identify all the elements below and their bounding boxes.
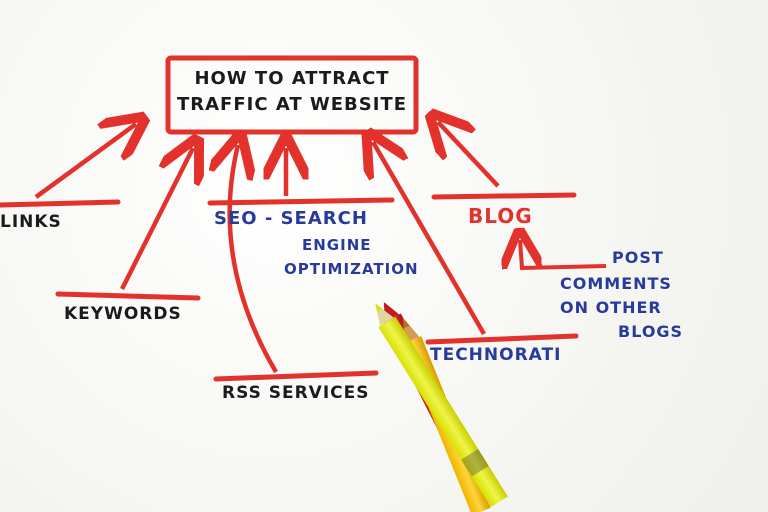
node-rss-services: RSS SERVICES <box>222 383 370 403</box>
node-seo-line-1: SEO - SEARCH <box>214 208 368 229</box>
node-post-line-3: ON OTHER <box>560 298 662 317</box>
node-post-line-2: COMMENTS <box>560 274 672 293</box>
node-post-line-4: BLOGS <box>618 322 684 341</box>
arrow-technorati <box>373 142 486 336</box>
title-box <box>165 55 419 135</box>
title-line-2: TRAFFIC AT WEBSITE <box>176 94 408 115</box>
node-blog: BLOG <box>468 204 533 228</box>
technorati-underline <box>425 333 579 345</box>
node-post-line-1: POST <box>612 248 664 267</box>
node-technorati: TECHNORATI <box>430 345 562 365</box>
arrow-blog <box>438 122 500 188</box>
arrow-links <box>34 124 136 199</box>
yellow-pencil <box>375 303 508 508</box>
pencil-group <box>375 301 508 512</box>
diagram-title: HOW TO ATTRACT TRAFFIC AT WEBSITE <box>170 66 414 118</box>
arrow-keywords <box>119 148 193 291</box>
links-underline <box>0 199 121 208</box>
node-seo-line-3: OPTIMIZATION <box>284 260 419 278</box>
title-line-1: HOW TO ATTRACT <box>194 68 390 89</box>
blog-underline <box>431 192 577 200</box>
node-links: LINKS <box>0 212 62 232</box>
arrow-post-to-blog <box>520 240 607 271</box>
node-seo-line-2: ENGINE <box>302 236 372 254</box>
arrow-rss <box>230 145 278 374</box>
seo-underline <box>207 197 395 206</box>
rss-underline <box>213 370 379 382</box>
keywords-underline <box>55 291 201 301</box>
node-keywords: KEYWORDS <box>64 304 182 324</box>
